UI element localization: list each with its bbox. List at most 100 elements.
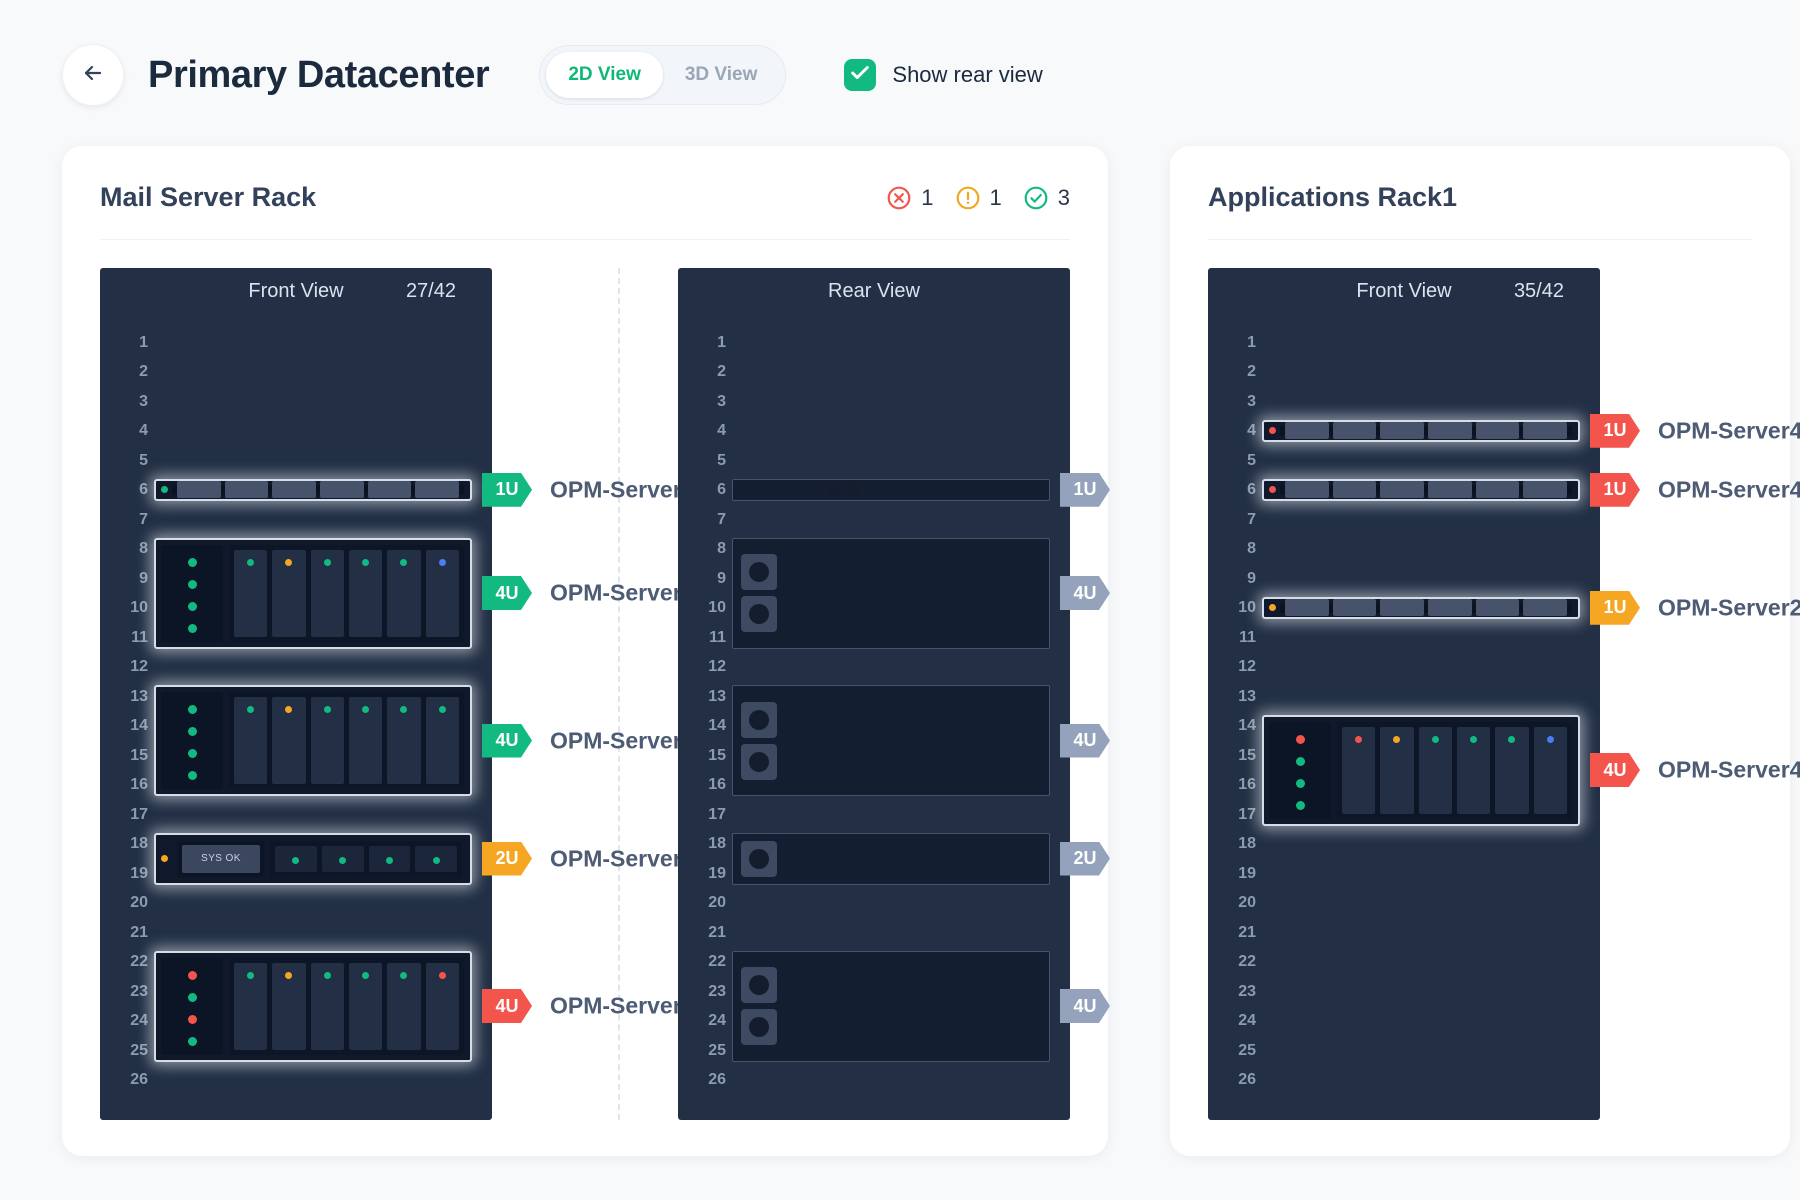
server-size-tag: 4U <box>1590 753 1640 787</box>
rear-view-checkbox[interactable] <box>844 59 877 91</box>
power-status-led <box>160 486 168 494</box>
card-divider <box>1208 239 1752 240</box>
rack-unit-number: 19 <box>130 864 148 882</box>
drive-bay <box>1332 599 1377 617</box>
rack-unit-number: 9 <box>717 569 726 587</box>
drive-bay <box>1285 481 1329 499</box>
drive-bay-led <box>1546 735 1554 743</box>
rack-unit-number: 5 <box>717 451 726 469</box>
rack-view-header: Front View 27/42 <box>100 268 492 314</box>
rack-server-unit-rear[interactable]: 4U <box>732 537 1050 649</box>
drive-bay <box>1456 726 1491 814</box>
server-chassis[interactable] <box>1262 596 1580 619</box>
rack-server-unit-rear[interactable]: 4U <box>732 950 1050 1062</box>
tab-3d-view[interactable]: 3D View <box>684 64 758 85</box>
page-title: Primary Datacenter <box>148 53 490 96</box>
drive-bay <box>234 697 268 784</box>
drive-bay <box>1380 726 1414 814</box>
drive-bay-led <box>438 706 446 713</box>
server-chassis[interactable] <box>154 950 472 1062</box>
rack-server-unit-rear[interactable]: 4U <box>732 685 1050 796</box>
server-chassis[interactable] <box>1262 478 1580 501</box>
rack-unit-number: 22 <box>1238 953 1256 971</box>
rack-unit-number: 21 <box>1238 923 1256 941</box>
warning-circle-icon <box>955 185 981 211</box>
tab-2d-view[interactable]: 2D View <box>546 52 663 98</box>
server-name-label[interactable]: OPM-Server42 <box>1658 756 1800 783</box>
power-status-led <box>1268 427 1276 435</box>
drive-bay <box>415 845 457 872</box>
server-chassis[interactable] <box>154 478 472 501</box>
server-name-label[interactable]: OPM-Server3 <box>550 727 695 753</box>
rack-server-unit-rear[interactable]: 2U <box>732 832 1050 885</box>
server-chassis[interactable] <box>1262 714 1580 826</box>
server-name-label[interactable]: OPM-Server9 <box>550 992 695 1019</box>
show-rear-view-toggle[interactable]: Show rear view <box>844 59 1043 91</box>
drive-bay <box>387 962 421 1050</box>
rack-card-header: Applications Rack1 <box>1208 182 1752 213</box>
panel-led <box>187 970 197 980</box>
view-mode-toggle[interactable]: 2D View 3D View <box>539 45 787 105</box>
rack-unit-number: 11 <box>709 628 726 646</box>
rack-status-summary: 1 1 <box>886 185 1070 211</box>
drive-bay <box>1428 481 1472 499</box>
chassis-led-column <box>1264 422 1280 441</box>
drive-bay <box>1380 481 1425 499</box>
panel-led <box>187 749 197 758</box>
server-chassis-rear[interactable] <box>732 685 1050 796</box>
server-chassis[interactable] <box>154 537 472 649</box>
power-status-led <box>1268 486 1276 494</box>
chassis-control-panel <box>161 692 223 789</box>
drive-bay-led <box>400 558 408 566</box>
rack-view-label: Rear View <box>828 279 920 302</box>
server-chassis-rear[interactable] <box>732 537 1050 649</box>
back-button[interactable] <box>62 44 124 106</box>
power-supply-module <box>741 1009 777 1045</box>
drive-bay-strip <box>1280 481 1572 499</box>
rack-server-unit-rear[interactable]: 1U <box>732 479 1050 502</box>
server-size-tag: 2U <box>482 842 532 876</box>
drive-bay-led <box>362 558 370 566</box>
rack-unit-number: 18 <box>708 835 726 853</box>
rack-server-unit[interactable]: 4U OPM-Server42 <box>1262 714 1800 826</box>
rack-unit-number: 22 <box>708 953 726 971</box>
drive-bay <box>1475 481 1520 499</box>
server-size-tag: 2U <box>1060 842 1110 876</box>
rack-unit-number: 14 <box>708 717 726 735</box>
drive-bay-led <box>432 856 440 864</box>
chassis-led-column <box>1264 481 1280 500</box>
drive-bay <box>1380 422 1425 440</box>
server-chassis[interactable]: SYS OK <box>154 832 472 885</box>
server-name-label[interactable]: OPM-Server2 <box>1658 594 1800 621</box>
rack-unit-number: 16 <box>1238 776 1256 794</box>
server-name-label[interactable]: OPM-Server41 <box>1658 417 1800 444</box>
drive-bay <box>1495 726 1529 814</box>
panel-led <box>187 705 197 714</box>
server-chassis-rear[interactable] <box>732 478 1050 501</box>
server-chassis-rear[interactable] <box>732 950 1050 1062</box>
server-name-label[interactable]: OPM-Server43 <box>1658 476 1800 503</box>
panel-led <box>1295 756 1305 766</box>
check-circle-icon <box>1023 185 1049 211</box>
rack-unit-number: 17 <box>1238 805 1256 823</box>
rack-unit-number: 24 <box>708 1012 726 1030</box>
rack-cards-container: Mail Server Rack 1 <box>0 106 1800 1156</box>
server-chassis[interactable] <box>154 685 472 796</box>
rack-unit-number: 15 <box>130 746 148 764</box>
server-chassis[interactable] <box>1262 419 1580 442</box>
server-chassis-rear[interactable] <box>732 832 1050 885</box>
psu-fan-icon <box>749 709 769 730</box>
drive-bay-led <box>247 971 255 979</box>
